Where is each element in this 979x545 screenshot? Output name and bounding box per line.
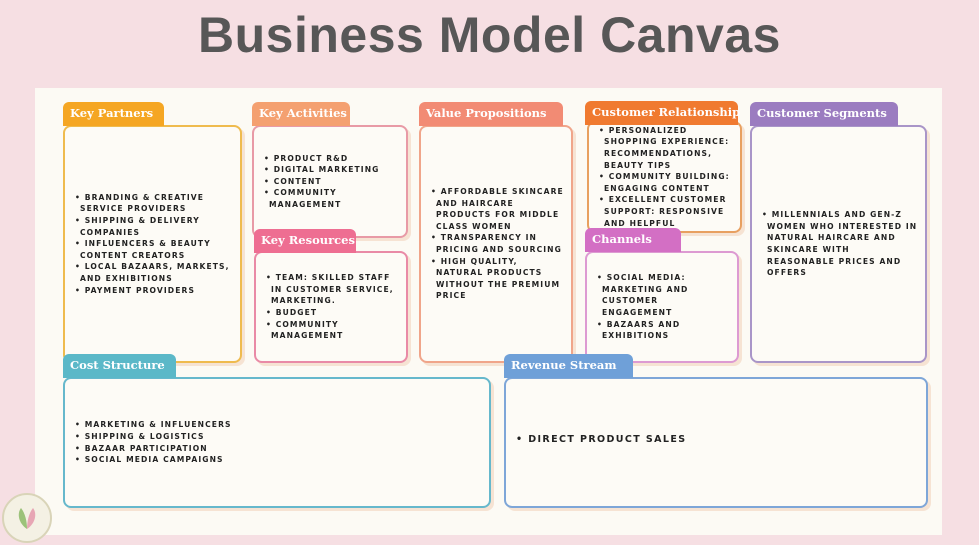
page-title: Business Model Canvas [198,7,781,63]
key-activities-list: Product R&DDigital marketingContentCommu… [254,153,406,211]
list-item: Shipping & logistics [75,431,232,443]
list-item: Social media: marketing and customer eng… [597,272,731,318]
list-item: Local bazaars, markets, and exhibitions [75,261,234,284]
key-partners-box: Branding & creative service providersShi… [63,125,242,363]
list-item: Influencers & beauty content creators [75,238,234,261]
list-item: Branding & creative service providers [75,192,234,215]
channels-box: Social media: marketing and customer eng… [585,251,739,363]
cost-structure-box: Marketing & influencersShipping & logist… [63,377,491,508]
list-item: High quality, natural products without t… [431,256,565,302]
list-item: Direct product sales [516,434,686,446]
customer-relationship-tab: Customer Relationship [585,101,740,125]
customer-segments-box: Millennials and Gen-Z women who interest… [750,125,927,363]
list-item: Product R&D [264,153,400,165]
list-item: Team: skilled staff in customer service,… [266,272,400,307]
value-propositions-tab: Value Propositions [419,102,563,126]
key-partners-list: Branding & creative service providersShi… [65,192,240,296]
list-item: Shipping & delivery companies [75,215,234,238]
list-item: Social media campaigns [75,454,232,466]
value-propositions-box: Affordable skincare and haircare product… [419,125,573,363]
cost-structure-list: Marketing & influencersShipping & logist… [65,419,238,465]
list-item: Personalized shopping experience: recomm… [599,125,734,171]
list-item: Affordable skincare and haircare product… [431,186,565,232]
revenue-stream-box: Direct product sales [504,377,928,508]
list-item: Millennials and Gen-Z women who interest… [762,209,919,279]
list-item: Transparency in pricing and sourcing [431,232,565,255]
cost-structure-tab: Cost Structure [63,354,176,378]
value-propositions-list: Affordable skincare and haircare product… [421,186,571,302]
list-item: Marketing & influencers [75,419,232,431]
list-item: Budget [266,307,400,319]
customer-segments-list: Millennials and Gen-Z women who interest… [752,209,925,279]
list-item: Community building: engaging content [599,171,734,194]
customer-relationship-list: Personalized shopping experience: recomm… [589,125,740,229]
list-item: Community management [266,319,400,342]
list-item: Excellent customer support: responsive a… [599,194,734,229]
revenue-stream-tab: Revenue Stream [504,354,633,378]
channels-list: Social media: marketing and customer eng… [587,272,737,342]
revenue-stream-list: Direct product sales [506,434,692,446]
list-item: Payment providers [75,285,234,297]
key-resources-list: Team: skilled staff in customer service,… [256,272,406,342]
list-item: Bazaars and exhibitions [597,319,731,342]
leaf-icon [18,508,36,529]
key-resources-box: Team: skilled staff in customer service,… [254,251,408,363]
key-activities-box: Product R&DDigital marketingContentCommu… [252,125,408,238]
list-item: Content [264,176,400,188]
list-item: Digital marketing [264,164,400,176]
customer-segments-tab: Customer Segments [750,102,898,126]
list-item: Community management [264,187,400,210]
list-item: Bazaar participation [75,443,232,455]
key-partners-tab: Key Partners [63,102,164,126]
logo [2,493,52,543]
channels-tab: Channels [585,228,681,252]
key-resources-tab: Key Resources [254,229,356,253]
key-activities-tab: Key Activities [252,102,350,126]
customer-relationship-box: Personalized shopping experience: recomm… [587,121,742,233]
